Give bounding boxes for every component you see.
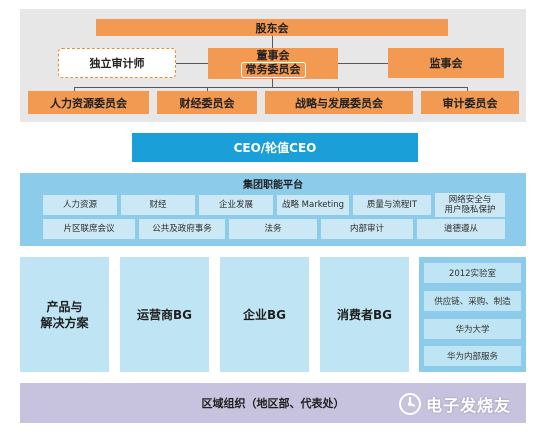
platform-cell-public-affairs: 公共及政府事务 [139,219,225,239]
platform-cell-corp-dev: 企业发展 [199,195,273,215]
connector-line [207,87,208,91]
platform-cell-quality-it: 质量与流程IT [353,195,431,215]
watermark: 电子发烧友 [398,391,538,417]
standing-committee-label: 常务委员会 [240,62,306,78]
connector-line [338,63,388,64]
connector-line [272,79,273,88]
connector-line [74,87,468,88]
bg-enterprise: 企业BG [220,257,309,372]
platform-cell-legal: 法务 [229,219,317,239]
platform-title: 集团职能平台 [243,179,303,191]
side-item-huawei-university: 华为大学 [424,319,521,339]
platform-cell-finance: 财经 [121,195,195,215]
side-item-supply-chain: 供应链、采购、制造 [424,291,521,311]
bg-consumer: 消费者BG [320,257,409,372]
side-item-2012-lab: 2012实验室 [424,263,521,283]
regional-organization-box: 区域组织（地区部、代表处） [20,383,526,423]
platform-cell-strategy-marketing: 战略 Marketing [277,195,349,215]
bg-carrier: 运营商BG [120,257,209,372]
finance-committee-box: 财经委员会 [157,91,257,114]
bg-products-solutions: 产品与 解决方案 [20,257,109,372]
board-label: 董事会 [256,49,290,62]
audit-committee-box: 审计委员会 [421,91,519,114]
board-box: 董事会 常务委员会 [208,48,338,79]
connector-line [176,63,208,64]
independent-auditor-box: 独立审计师 [58,48,176,78]
hr-committee-box: 人力资源委员会 [28,91,149,114]
watermark-text: 电子发烧友 [426,396,512,415]
connector-line [467,87,468,91]
platform-cell-regional-council: 片区联席会议 [43,219,135,239]
ceo-box: CEO/轮值CEO [132,133,418,162]
connector-line [338,87,339,91]
connector-line [74,87,75,91]
platform-cell-internal-audit: 内部审计 [321,219,413,239]
connector-line [272,35,273,48]
platform-cell-hr: 人力资源 [43,195,117,215]
supervisory-board-box: 监事会 [388,48,504,78]
platform-cell-cybersecurity: 网络安全与 用户隐私保护 [435,193,505,217]
platform-cell-ethics: 道德遵从 [417,219,505,239]
shareholders-box: 股东会 [96,19,448,36]
strategy-committee-box: 战略与发展委员会 [265,91,413,114]
side-item-internal-services: 华为内部服务 [424,346,521,366]
watermark-logo-icon [398,392,422,416]
